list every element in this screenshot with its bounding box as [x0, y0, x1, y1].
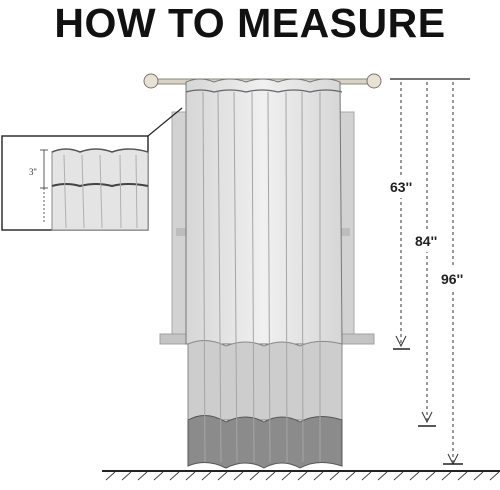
header-detail-inset: 3''	[1, 107, 183, 231]
measurement-label-63: 63''	[390, 179, 412, 195]
measurement-label-96: 96''	[441, 271, 463, 287]
floor	[102, 470, 500, 481]
inset-header-label: 3''	[29, 167, 37, 177]
page-title: HOW TO MEASURE	[54, 0, 446, 46]
measurement-label-84: 84''	[415, 233, 437, 249]
curtain-panel	[185, 78, 343, 469]
